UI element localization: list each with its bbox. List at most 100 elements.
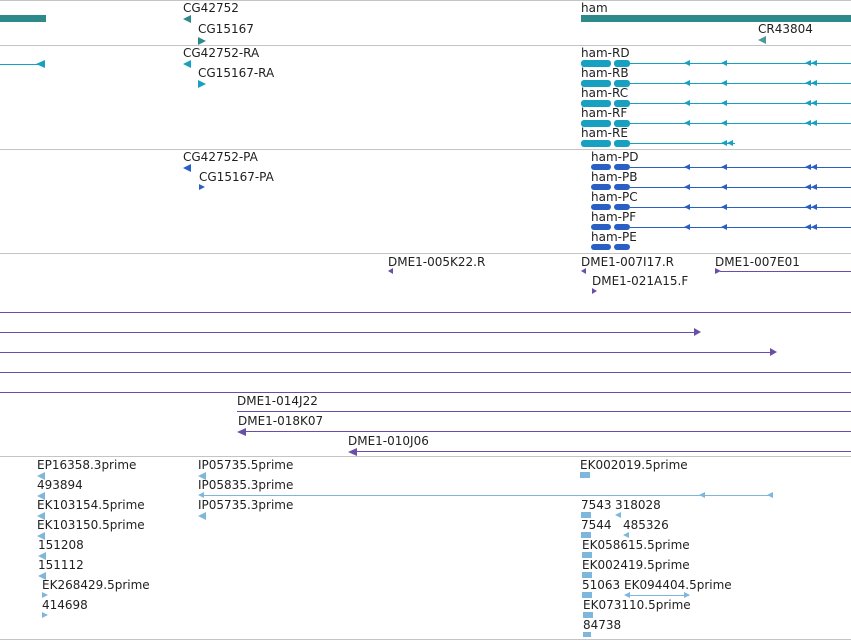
transcript-exon[interactable] <box>614 80 630 87</box>
est-label[interactable]: 151112 <box>38 558 84 572</box>
est-label[interactable]: EP16358.3prime <box>37 458 137 472</box>
clone-feature[interactable] <box>0 352 772 353</box>
est-feature[interactable] <box>582 552 592 558</box>
protein-label[interactable]: CG42752-PA <box>183 150 258 164</box>
protein-feature[interactable] <box>614 164 630 170</box>
est-feature[interactable] <box>623 532 629 538</box>
transcript-exon[interactable] <box>721 60 727 66</box>
protein-label[interactable]: ham-PF <box>591 210 637 224</box>
transcript-exon[interactable] <box>581 120 611 127</box>
protein-feature[interactable] <box>805 204 811 210</box>
transcript-exon[interactable] <box>805 120 811 126</box>
protein-feature[interactable] <box>805 224 811 230</box>
transcript-exon[interactable] <box>614 120 630 127</box>
est-label[interactable]: 485326 <box>623 518 669 532</box>
gene-feature[interactable] <box>0 15 46 22</box>
transcript-exon[interactable] <box>721 120 727 126</box>
protein-feature[interactable] <box>199 184 205 190</box>
protein-feature[interactable] <box>721 204 727 210</box>
est-label[interactable]: 493894 <box>37 478 83 492</box>
transcript-label[interactable]: ham-RE <box>581 126 628 140</box>
clone-label[interactable]: DME1-010J06 <box>348 434 429 448</box>
transcript-intron[interactable] <box>630 143 735 144</box>
transcript-exon[interactable] <box>614 60 630 67</box>
clone-feature[interactable] <box>592 288 597 294</box>
clone-feature[interactable] <box>0 372 851 373</box>
clone-label[interactable]: DME1-018K07 <box>238 414 324 428</box>
protein-feature[interactable] <box>591 164 611 170</box>
protein-feature[interactable] <box>684 184 690 190</box>
protein-intron[interactable] <box>630 207 851 208</box>
protein-feature[interactable] <box>614 224 630 230</box>
est-label[interactable]: EK002419.5prime <box>582 558 690 572</box>
est-feature[interactable] <box>629 595 689 596</box>
est-feature[interactable] <box>198 512 206 520</box>
est-label[interactable]: IP05835.3prime <box>198 478 294 492</box>
protein-feature[interactable] <box>811 204 817 210</box>
protein-feature[interactable] <box>811 224 817 230</box>
protein-label[interactable]: ham-PE <box>591 230 637 244</box>
transcript-feature[interactable] <box>0 64 40 65</box>
protein-feature[interactable] <box>591 204 611 210</box>
transcript-exon[interactable] <box>614 100 630 107</box>
transcript-exon[interactable] <box>581 80 611 87</box>
clone-feature[interactable] <box>715 268 721 274</box>
protein-feature[interactable] <box>591 244 611 250</box>
gene-label[interactable]: CG15167 <box>198 22 254 36</box>
est-label[interactable]: IP05735.5prime <box>198 458 294 472</box>
est-feature[interactable] <box>198 472 206 480</box>
est-feature[interactable] <box>684 592 690 598</box>
transcript-exon[interactable] <box>805 80 811 86</box>
est-feature[interactable] <box>615 512 621 518</box>
transcript-exon[interactable] <box>684 60 690 66</box>
protein-feature[interactable] <box>805 164 811 170</box>
est-feature[interactable] <box>37 512 45 520</box>
transcript-feature[interactable] <box>36 60 45 68</box>
est-label[interactable]: 7544 <box>581 518 612 532</box>
transcript-intron[interactable] <box>630 63 851 64</box>
est-feature[interactable] <box>42 612 48 618</box>
est-feature[interactable] <box>38 552 46 560</box>
gene-feature[interactable] <box>581 15 851 22</box>
gene-label[interactable]: CR43804 <box>758 22 813 36</box>
transcript-exon[interactable] <box>614 140 630 147</box>
est-feature[interactable] <box>37 532 45 540</box>
clone-feature[interactable] <box>356 451 851 452</box>
transcript-exon[interactable] <box>721 80 727 86</box>
est-feature[interactable] <box>699 492 705 498</box>
protein-feature[interactable] <box>591 184 611 190</box>
protein-feature[interactable] <box>721 164 727 170</box>
protein-intron[interactable] <box>630 227 851 228</box>
transcript-intron[interactable] <box>630 103 851 104</box>
transcript-exon[interactable] <box>805 60 811 66</box>
clone-label[interactable]: DME1-005K22.R <box>388 255 486 269</box>
clone-feature[interactable] <box>0 312 851 313</box>
est-label[interactable]: EK002019.5prime <box>580 458 688 472</box>
est-label[interactable]: EK073110.5prime <box>583 598 691 612</box>
protein-intron[interactable] <box>630 187 851 188</box>
est-feature[interactable] <box>624 592 630 598</box>
est-feature[interactable] <box>581 512 591 518</box>
est-label[interactable]: EK058615.5prime <box>582 538 690 552</box>
clone-feature[interactable] <box>581 268 586 274</box>
clone-feature[interactable] <box>237 428 246 436</box>
est-label[interactable]: EK103154.5prime <box>37 498 145 512</box>
clone-feature[interactable] <box>348 448 357 456</box>
transcript-exon[interactable] <box>727 140 733 146</box>
clone-feature[interactable] <box>770 348 777 356</box>
est-feature[interactable] <box>198 492 204 498</box>
est-feature[interactable] <box>580 472 590 478</box>
transcript-exon[interactable] <box>721 100 727 106</box>
est-label[interactable]: 318028 <box>615 498 661 512</box>
transcript-label[interactable]: CG15167-RA <box>198 66 275 80</box>
clone-feature[interactable] <box>0 332 696 333</box>
transcript-exon[interactable] <box>811 120 817 126</box>
transcript-exon[interactable] <box>581 60 611 67</box>
protein-feature[interactable] <box>183 164 191 172</box>
protein-intron[interactable] <box>630 167 851 168</box>
est-feature[interactable] <box>583 612 593 618</box>
protein-feature[interactable] <box>591 224 611 230</box>
clone-feature[interactable] <box>245 431 851 432</box>
transcript-exon[interactable] <box>684 80 690 86</box>
transcript-label[interactable]: ham-RF <box>581 106 628 120</box>
